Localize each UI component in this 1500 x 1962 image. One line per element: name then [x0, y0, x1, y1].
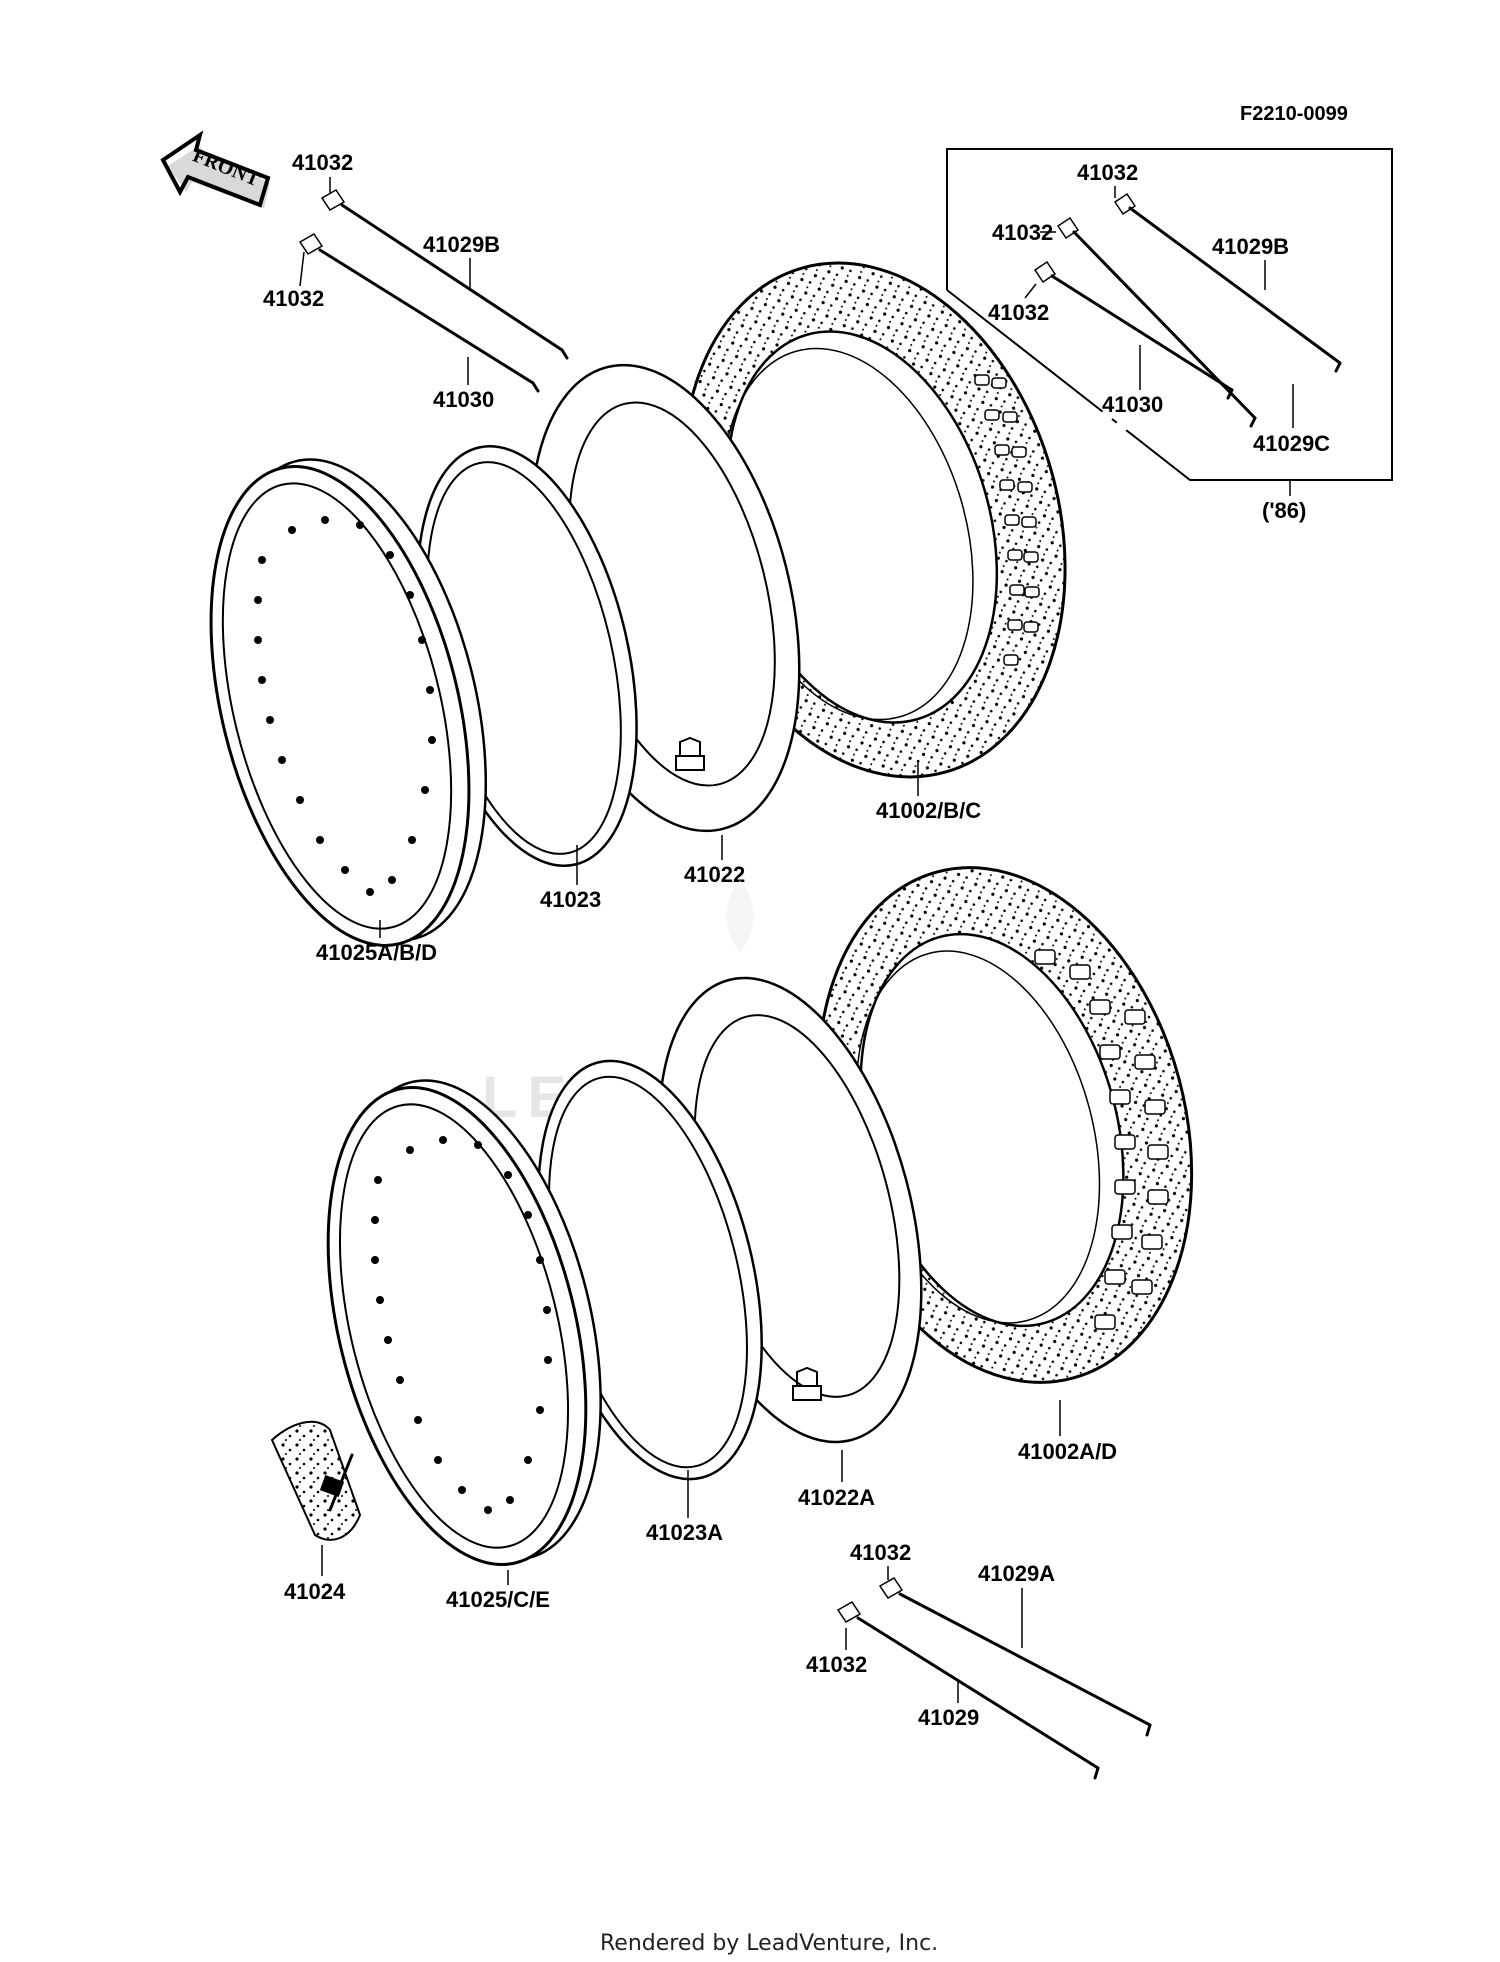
rear-spoke-set — [836, 1577, 1152, 1780]
label-front-rim: 41025A/B/D — [316, 940, 437, 965]
label-rear-tire: 41002A/D — [1018, 1439, 1117, 1464]
footer-credit: Rendered by LeadVenture, Inc. — [600, 1931, 938, 1956]
label-box-41030: 41030 — [1102, 392, 1163, 417]
figure-code: F2210-0099 — [1240, 103, 1348, 125]
label-rear-tube: 41022A — [798, 1485, 875, 1510]
label-front-tire: 41002/B/C — [876, 798, 981, 823]
rim-lock — [270, 1420, 362, 1541]
label-rear-spoke-a: 41029A — [978, 1561, 1055, 1586]
label-nipple-1: 41032 — [292, 150, 353, 175]
label-box-spoke-c: 41029C — [1253, 431, 1330, 456]
label-rear-rim: 41025/C/E — [446, 1587, 550, 1612]
label-box-nipple-3: 41032 — [988, 300, 1049, 325]
label-box-nipple-1: 41032 — [1077, 160, 1138, 185]
label-rear-nipple-1: 41032 — [850, 1540, 911, 1565]
label-rear-rim-band: 41023A — [646, 1520, 723, 1545]
label-front-tube: 41022 — [684, 862, 745, 887]
label-rim-lock: 41024 — [284, 1579, 346, 1604]
front-arrow-icon — [160, 130, 271, 208]
variant-86-box — [946, 148, 1393, 481]
label-variant-86: ('86) — [1262, 498, 1306, 523]
label-rear-spoke: 41029 — [918, 1705, 979, 1730]
label-box-spoke-b: 41029B — [1212, 234, 1289, 259]
front-rim — [209, 458, 488, 947]
label-41030: 41030 — [433, 387, 494, 412]
rear-tire — [816, 866, 1194, 1384]
label-nipple-2: 41032 — [263, 286, 324, 311]
front-spoke-set — [298, 189, 569, 393]
label-spoke-b: 41029B — [423, 232, 500, 257]
rear-rim — [326, 1079, 602, 1566]
label-rear-nipple-2: 41032 — [806, 1652, 867, 1677]
label-front-rim-band: 41023 — [540, 887, 601, 912]
